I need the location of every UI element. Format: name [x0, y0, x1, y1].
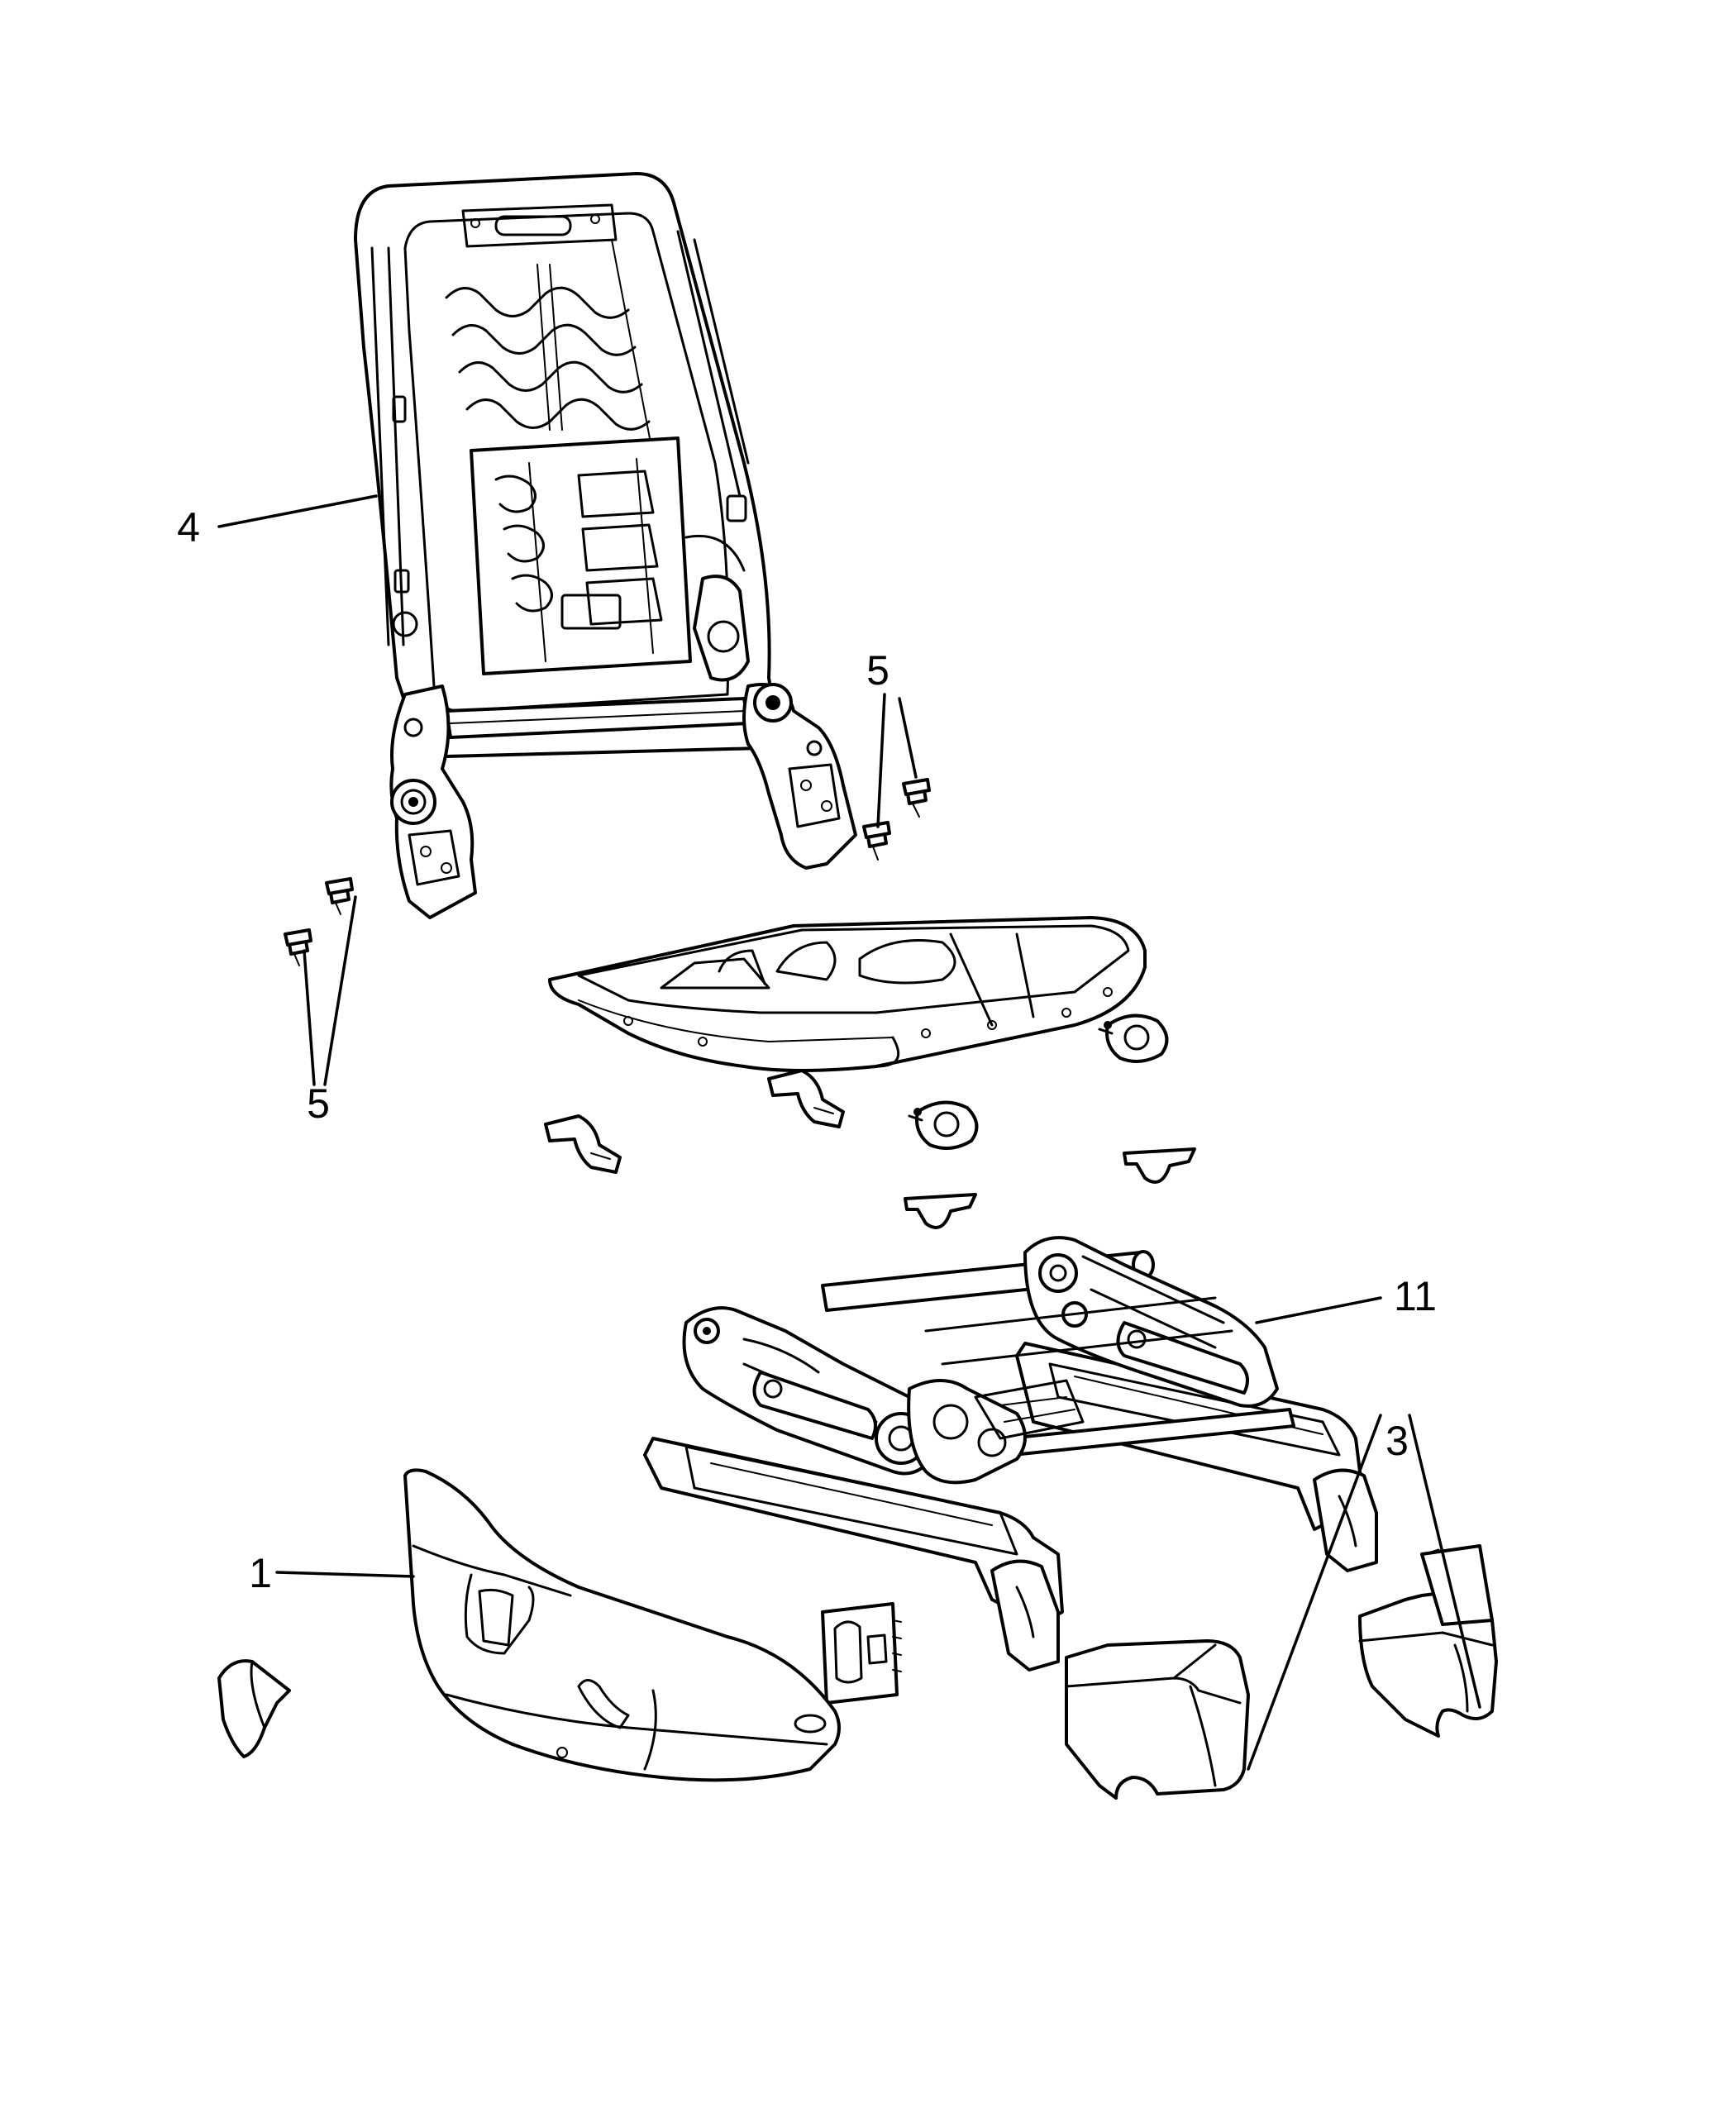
seat-back-left-recliner-bracket — [389, 684, 477, 919]
cushion-retainer-a[interactable] — [908, 1100, 979, 1150]
leader-line-5-lower-a — [303, 949, 316, 1086]
leader-line-3-a — [1247, 1414, 1382, 1771]
outboard-side-shield[interactable] — [403, 1468, 841, 1782]
leader-line-4 — [217, 494, 378, 528]
bolt-lower-left-b[interactable] — [284, 928, 312, 966]
cushion-retainer-b[interactable] — [1098, 1013, 1169, 1063]
seat-adjuster-track-assembly[interactable] — [643, 1236, 1378, 1672]
leader-line-3-b — [1408, 1414, 1481, 1709]
leader-line-11 — [1255, 1296, 1382, 1324]
leader-line-5-upper-b — [898, 697, 918, 779]
bolt-upper-right-b[interactable] — [862, 821, 891, 861]
leader-lines — [217, 494, 1481, 1771]
seat-switch-module[interactable] — [821, 1602, 902, 1705]
track-cover-rear[interactable] — [1358, 1544, 1498, 1738]
callout-5-upper: 5 — [866, 647, 889, 694]
cushion-bracket-b[interactable] — [904, 1193, 977, 1229]
bolt-lower-left-a[interactable] — [325, 877, 354, 915]
bolt-upper-right-a[interactable] — [902, 778, 931, 818]
callout-4: 4 — [177, 504, 200, 551]
callout-1: 1 — [249, 1550, 272, 1596]
leader-line-1 — [275, 1571, 415, 1578]
leader-line-5-upper-a — [876, 693, 886, 828]
shield-end-cap[interactable] — [217, 1659, 291, 1758]
leader-line-5-lower-b — [323, 895, 357, 1086]
track-cover-front[interactable] — [1065, 1639, 1250, 1800]
seat-cushion-pan[interactable] — [548, 916, 1147, 1072]
seat-back-frame[interactable] — [354, 172, 779, 758]
callout-11: 11 — [1394, 1273, 1437, 1319]
seat-back-right-recliner-bracket — [742, 683, 857, 870]
cushion-bracket-a[interactable] — [1123, 1147, 1196, 1184]
callout-5-lower: 5 — [307, 1080, 330, 1127]
cushion-clip-a[interactable] — [544, 1114, 622, 1174]
cushion-clip-b[interactable] — [767, 1069, 845, 1128]
callout-3: 3 — [1385, 1418, 1409, 1464]
